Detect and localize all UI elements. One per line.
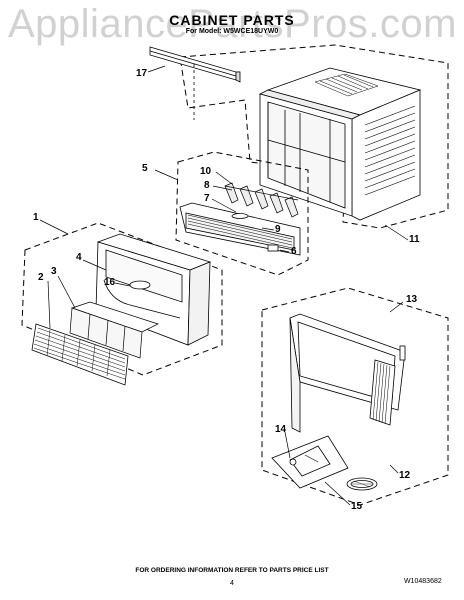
- callout-17: 17: [136, 68, 148, 79]
- louver-group-outline: [175, 151, 309, 276]
- front-panel-group-outline: [21, 222, 223, 376]
- callout-7: 7: [204, 193, 210, 204]
- callout-6: 6: [291, 246, 297, 257]
- louver-vanes: [224, 182, 299, 218]
- callout-9: 9: [275, 224, 281, 235]
- callout-12: 12: [399, 470, 411, 481]
- top-rail-part: [149, 46, 241, 120]
- intake-grille-part: [31, 323, 129, 386]
- callout-13: 13: [406, 294, 418, 305]
- callout-14: 14: [275, 424, 287, 435]
- callout-8: 8: [204, 180, 210, 191]
- callout-2: 2: [38, 272, 44, 283]
- callout-5: 5: [142, 163, 148, 174]
- callout-16: 16: [104, 277, 116, 288]
- callout-15: 15: [351, 501, 363, 512]
- callout-10: 10: [200, 166, 212, 177]
- window-kit-group-outline: [261, 287, 449, 506]
- ordering-note: FOR ORDERING INFORMATION REFER TO PARTS …: [135, 567, 329, 574]
- window-frame-part: [289, 313, 406, 433]
- filter-part: [69, 301, 159, 359]
- callout-11: 11: [409, 234, 420, 245]
- cabinet-shell: [258, 67, 422, 221]
- callout-1: 1: [33, 212, 39, 223]
- page-number: 4: [230, 580, 234, 587]
- louver-frame-part: [179, 202, 301, 256]
- front-panel-part: [95, 233, 212, 346]
- callout-3: 3: [51, 266, 57, 277]
- document-number: W10483682: [404, 578, 442, 585]
- diagram-title: CABINET PARTS: [169, 12, 295, 28]
- hardware-bag-part: [271, 435, 378, 491]
- callout-4: 4: [76, 252, 82, 263]
- watermark: AppliancePartsPros.com: [8, 2, 457, 46]
- leader-lines: [39, 65, 409, 506]
- cabinet-group-outline: [179, 44, 449, 229]
- model-number: For Model: W5WCE18UYW0: [185, 28, 279, 35]
